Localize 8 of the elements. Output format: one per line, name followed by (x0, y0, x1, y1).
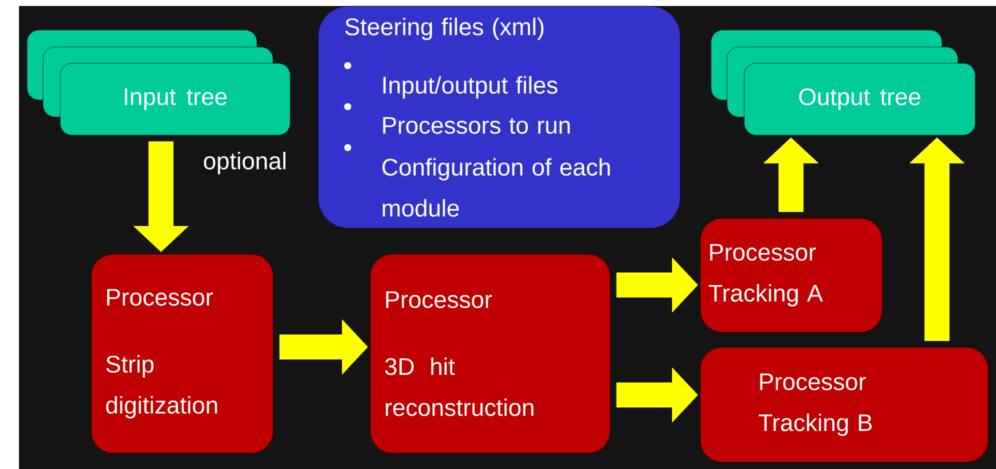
processor-box: Processor 3D hit reconstruction (370, 254, 610, 454)
stacked-file-box: Output tree (710, 30, 976, 136)
processor-box: Processor Tracking B (700, 347, 988, 462)
steering-box: Steering files (xml) Input/output files Processors to run Configuration of each module (318, 6, 680, 228)
processor-box: Processor Strip digitization (91, 254, 274, 454)
edge-label: optional (200, 150, 290, 176)
stacked-file-box: Input tree (26, 30, 290, 136)
processor-box: Processor Tracking A (700, 218, 882, 332)
